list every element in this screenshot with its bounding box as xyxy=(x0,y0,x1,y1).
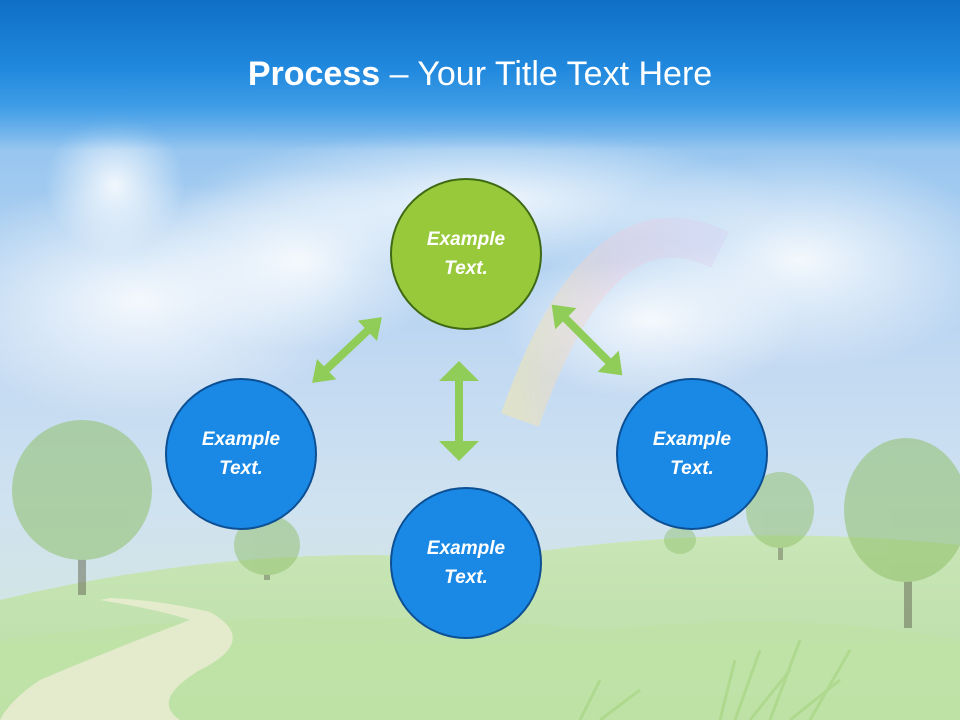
node-text: Example Text. xyxy=(426,538,506,588)
double-arrow-center xyxy=(439,361,479,461)
tree xyxy=(664,526,696,554)
title-bold: Process xyxy=(247,55,381,93)
node-text: Example Text. xyxy=(652,429,732,479)
node-text: Example Text. xyxy=(201,429,281,479)
tree xyxy=(12,420,152,595)
process-node-bottom[interactable]: Example Text. xyxy=(390,487,542,639)
rainbow xyxy=(501,217,729,427)
dirt-path xyxy=(0,598,233,720)
process-node-top[interactable]: Example Text. xyxy=(390,178,542,330)
process-node-left[interactable]: Example Text. xyxy=(165,378,317,530)
grass xyxy=(578,639,852,720)
tree xyxy=(844,438,960,628)
process-node-right[interactable]: Example Text. xyxy=(616,378,768,530)
node-text: Example Text. xyxy=(426,229,506,279)
double-arrow-left xyxy=(312,317,382,383)
tree xyxy=(746,472,814,560)
hill xyxy=(0,617,960,720)
sun-glow xyxy=(45,115,185,255)
slide-title: Process – Your Title Text Here xyxy=(0,52,960,96)
title-rest: – Your Title Text Here xyxy=(380,55,713,93)
double-arrow-right xyxy=(551,304,623,376)
tree xyxy=(234,515,300,580)
title-bar xyxy=(0,0,960,150)
